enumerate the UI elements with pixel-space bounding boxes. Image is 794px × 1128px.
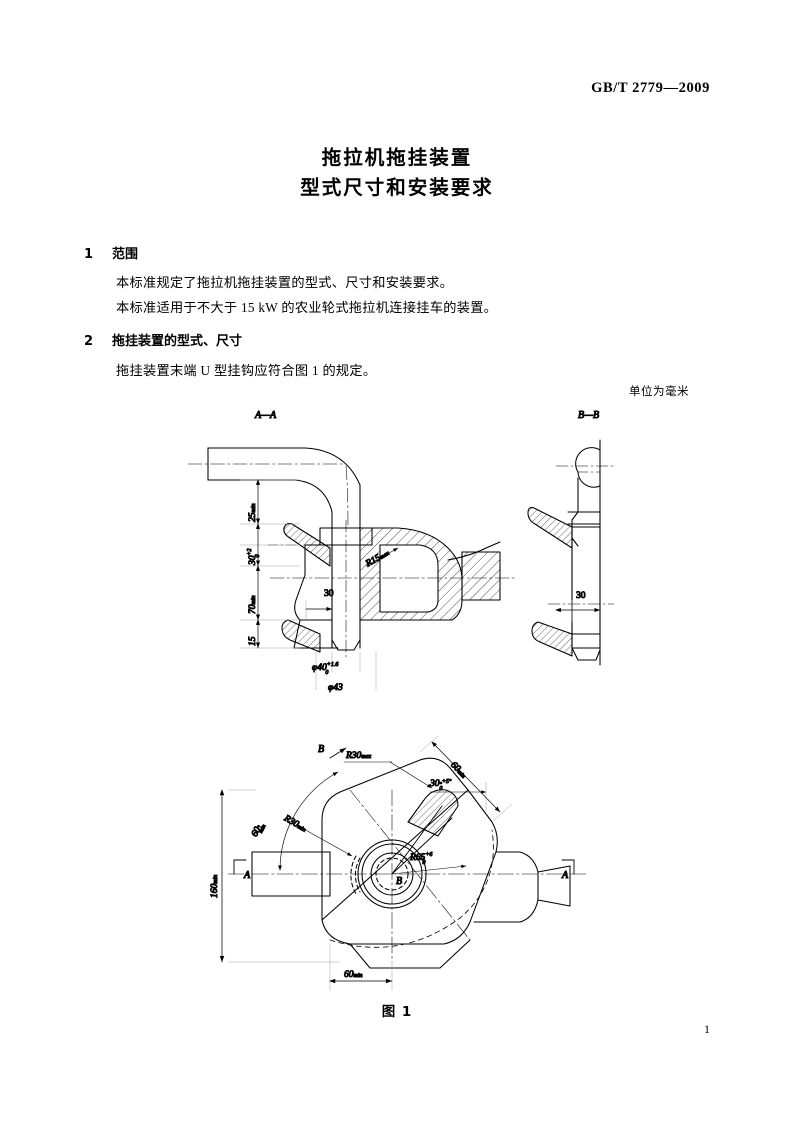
dim-25-min: 25min <box>248 504 258 523</box>
dim-60-min-base: 60min <box>344 970 363 980</box>
dim-60-min-diagonal: 60min <box>448 760 468 780</box>
dim-30-pin: 30 <box>324 589 334 599</box>
dim-60deg-min: 60°min <box>250 821 268 840</box>
dim-30-tol: 30+20 <box>247 548 261 566</box>
section-mark-a-left: A <box>243 870 251 881</box>
title-line-1: 拖拉机拖挂装置 <box>321 146 473 169</box>
dim-r30-min: R30min <box>281 813 308 834</box>
document-title: 拖拉机拖挂装置 型式尺寸和安装要求 <box>0 143 794 203</box>
section-2-paragraph-1: 拖挂装置末端 U 型挂钩应符合图 1 的规定。 <box>116 363 377 378</box>
dim-r30-max: R30max <box>345 751 372 761</box>
section-1-paragraph-1: 本标准规定了拖拉机拖挂装置的型式、尺寸和安装要求。 <box>116 275 454 290</box>
section-bb-label: B—B <box>578 410 599 421</box>
section-aa-label: A—A <box>254 410 277 421</box>
dim-160-min: 160min <box>210 875 220 898</box>
standard-code-header: GB/T 2779—2009 <box>591 80 710 96</box>
page-number: 1 <box>704 1022 710 1036</box>
dim-phi43: φ43 <box>328 683 343 693</box>
figure-caption: 图 1 <box>381 1004 413 1020</box>
section-2-number: 2 <box>84 334 94 349</box>
section-mark-b-bottom: B <box>396 876 402 887</box>
figure-unit-note: 单位为毫米 <box>629 386 689 398</box>
section-mark-b-top: B <box>318 744 324 755</box>
dim-30deg: 30°+5°0 <box>429 778 452 792</box>
dim-30-bb: 30 <box>576 591 586 601</box>
dim-70-min: 70min <box>248 596 258 615</box>
svg-text:R15max: R15max <box>363 548 391 570</box>
section-2-title: 拖挂装置的型式、尺寸 <box>112 334 243 349</box>
section-1-title: 范围 <box>112 247 139 262</box>
section-1-paragraph-2: 本标准适用于不大于 15 kW 的农业轮式拖拉机连接挂车的装置。 <box>116 300 498 315</box>
section-mark-a-right: A <box>561 870 569 881</box>
section-1-heading: 1 范围 <box>84 243 138 262</box>
section-1-number: 1 <box>84 247 94 262</box>
section-2-heading: 2 拖挂装置的型式、尺寸 <box>84 330 242 349</box>
title-line-2: 型式尺寸和安装要求 <box>300 176 494 199</box>
dim-15: 15 <box>248 636 258 646</box>
